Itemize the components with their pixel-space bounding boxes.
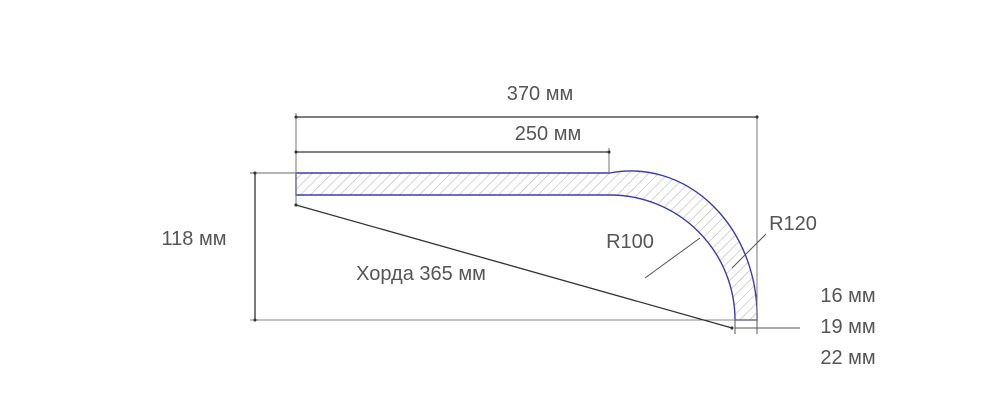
r120-leader — [731, 233, 767, 269]
chord-label: Хорда 365 мм — [356, 263, 486, 285]
dimension-118-label: 118 мм — [162, 228, 227, 250]
thickness-option-16: 16 мм — [820, 285, 875, 307]
dimension-250-label: 250 мм — [515, 123, 581, 145]
dimension-370-label: 370 мм — [507, 83, 573, 105]
r100-leader — [644, 237, 701, 279]
thickness-option-22: 22 мм — [820, 347, 875, 369]
profile-body — [295, 170, 758, 321]
thickness-option-19: 19 мм — [820, 316, 875, 338]
r100-label: R100 — [606, 231, 654, 253]
chord-line — [294, 203, 734, 330]
r120-label: R120 — [769, 213, 817, 235]
